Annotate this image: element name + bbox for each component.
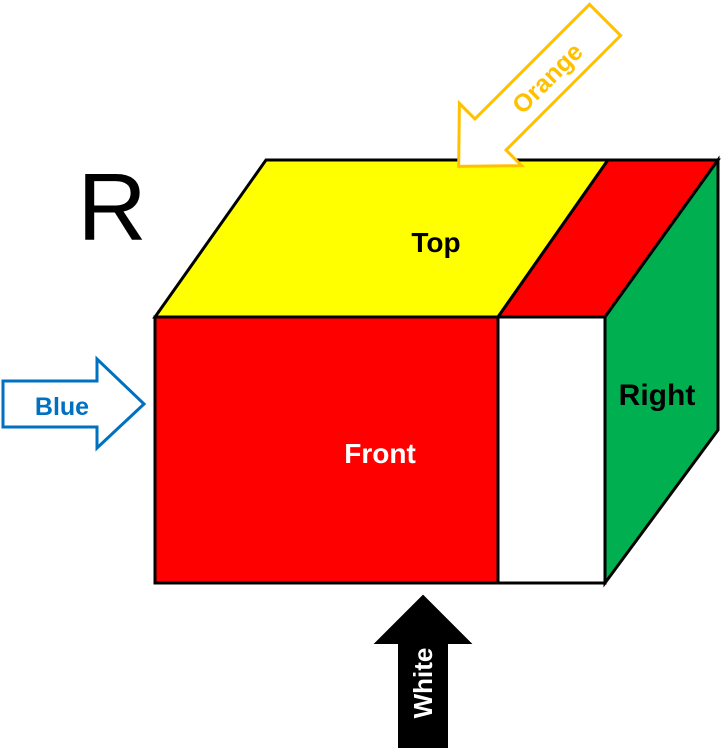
white-arrow-shape [373, 594, 473, 748]
orange-arrow-shape [457, 2, 623, 168]
white-arrow-label: White [408, 648, 438, 719]
front-face-label: Front [344, 438, 416, 469]
blue-arrow: Blue [1, 355, 147, 452]
move-label: R [77, 154, 146, 261]
blue-arrow-shape [1, 355, 147, 452]
white-arrow: White [373, 594, 473, 748]
blue-arrow-label: Blue [35, 393, 89, 421]
top-face-label: Top [411, 227, 460, 258]
orange-arrow: Orange [457, 2, 623, 168]
front-face-turning-strip [496, 315, 607, 585]
right-face-label: Right [619, 379, 696, 412]
front-face [153, 315, 500, 585]
